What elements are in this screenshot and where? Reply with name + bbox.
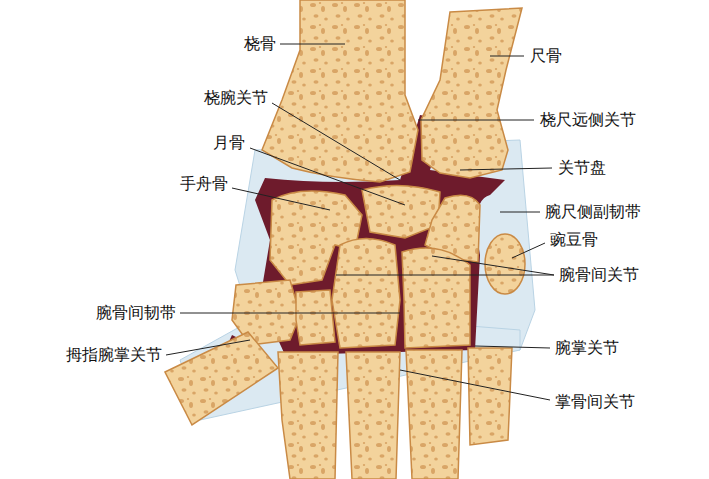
- part-label: 掌骨间关节: [555, 393, 635, 411]
- part-label: 腕尺侧副韧带: [545, 203, 641, 221]
- bone: [165, 0, 525, 479]
- leader-line: [166, 44, 554, 400]
- part-label: 桡骨: [244, 35, 276, 53]
- part-label: 腕掌关节: [555, 339, 619, 357]
- part-label: 桡尺远侧关节: [540, 111, 636, 129]
- part-label: 桡腕关节: [204, 89, 268, 107]
- part-label: 月骨: [213, 134, 245, 152]
- part-label: 手舟骨: [180, 175, 228, 193]
- part-label: 腕骨间关节: [559, 266, 639, 284]
- part-label: 尺骨: [530, 47, 562, 65]
- part-label: 腕骨间韧带: [96, 304, 176, 322]
- part-label: 关节盘: [558, 159, 606, 177]
- part-label: 拇指腕掌关节: [66, 346, 162, 364]
- part-label: 豌豆骨: [550, 231, 598, 249]
